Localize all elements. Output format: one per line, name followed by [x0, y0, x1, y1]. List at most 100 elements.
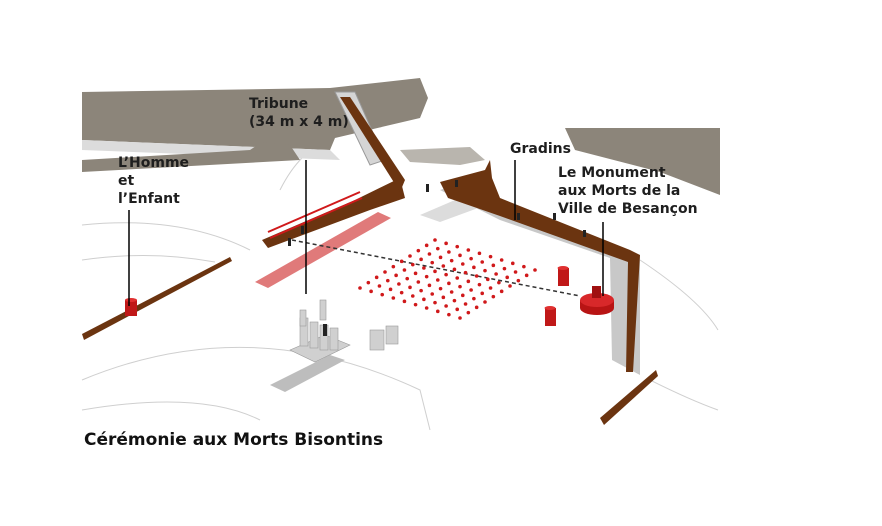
seat-dot	[460, 293, 465, 298]
seat-dot	[477, 282, 482, 287]
seat-dot	[383, 270, 387, 274]
label-gradins: Gradins	[510, 141, 571, 157]
stone-wall-center	[400, 147, 485, 165]
seat-dot	[385, 278, 390, 283]
seat-dot	[485, 277, 490, 282]
seat-dot	[399, 259, 404, 264]
seat-dot	[452, 267, 457, 272]
seat-dot	[488, 286, 493, 290]
caption: Cérémonie aux Morts Bisontins	[84, 430, 384, 450]
seat-dot	[466, 248, 471, 252]
seat-dot	[419, 288, 423, 293]
seat-dot	[502, 266, 507, 271]
seat-dot	[424, 306, 429, 310]
tribune-carpet	[255, 212, 391, 288]
stone-wall-middle	[82, 142, 300, 172]
seat-dot	[419, 257, 423, 262]
seat-dot	[358, 286, 362, 290]
seat-dot	[472, 296, 476, 301]
seat-dot	[474, 305, 479, 310]
seat-dot	[499, 289, 504, 294]
red-bollard	[544, 306, 556, 326]
seat-dot	[505, 275, 510, 280]
seat-dot	[410, 262, 415, 267]
terrain-lines	[81, 139, 719, 431]
seat-dot	[374, 275, 379, 280]
seat-dot	[444, 304, 448, 308]
seat-dot	[447, 281, 451, 286]
wall-tribune-upper	[340, 97, 405, 192]
seat-dot	[513, 270, 518, 274]
seat-dot	[491, 263, 496, 268]
seat-dot	[430, 260, 435, 265]
seat-dot	[402, 299, 407, 304]
label-line: et	[118, 173, 135, 189]
seat-dot	[458, 284, 462, 289]
seat-dot	[391, 296, 396, 300]
label-monument: Le Monument aux Morts de la Ville de Bes…	[558, 164, 698, 218]
seat-dot	[413, 271, 418, 276]
seat-dot	[463, 270, 468, 275]
seat-dot	[397, 282, 401, 286]
seat-dot	[458, 253, 462, 258]
label-tribune: Tribune (34 m x 4 m)	[249, 95, 349, 131]
seat-dot	[491, 294, 496, 299]
seat-dot	[460, 262, 465, 266]
seat-dot	[399, 290, 404, 295]
seat-dot	[427, 252, 432, 256]
seat-dot	[438, 286, 443, 291]
seat-dot	[410, 294, 415, 298]
seat-dot	[413, 302, 418, 307]
seat-dot	[433, 300, 437, 305]
seat-dot	[380, 292, 385, 297]
wall-right	[440, 160, 640, 372]
seat-dot	[444, 241, 448, 246]
people	[288, 180, 586, 336]
seat-dot	[408, 285, 412, 290]
seat-dot	[405, 276, 410, 281]
tribune-railing	[267, 191, 363, 239]
seat-dot	[435, 246, 440, 251]
seat-dot	[427, 283, 432, 288]
label-line: l’Enfant	[118, 191, 180, 207]
seat-dot	[444, 272, 448, 277]
label-homme-enfant: L’Homme et l’Enfant	[118, 154, 189, 208]
seat-dot	[402, 268, 407, 272]
wall-bottom-right	[600, 370, 658, 425]
seat-dot	[469, 256, 473, 261]
seat-dot	[463, 302, 468, 306]
seat-dot	[483, 268, 487, 273]
seat-dot	[449, 290, 454, 294]
seat-dot	[474, 274, 479, 278]
seat-dot	[394, 273, 398, 278]
seat-dot	[441, 264, 446, 268]
stone-wall-right	[565, 128, 720, 195]
seat-dot	[494, 272, 498, 276]
seat-dot	[366, 280, 371, 285]
seat-dot	[424, 243, 429, 248]
seat-dot	[480, 291, 485, 296]
wall-left	[82, 257, 232, 340]
seat-dot	[522, 264, 526, 269]
seat-dot	[499, 258, 504, 262]
seat-dot	[510, 261, 515, 266]
leader-lines	[128, 160, 604, 306]
seat-dot	[377, 284, 382, 288]
seat-dot	[524, 273, 529, 278]
label-line: (34 m x 4 m)	[249, 114, 349, 130]
seat-dot	[424, 274, 429, 279]
seat-dot	[447, 312, 451, 317]
statue-group	[270, 299, 399, 392]
seat-dot	[435, 309, 440, 314]
wall-shadow	[440, 185, 640, 375]
seat-dot	[483, 300, 487, 304]
label-line: Ville de Besançon	[558, 201, 698, 217]
seat-dot	[430, 292, 435, 296]
seat-dot	[441, 295, 446, 300]
seat-dot	[408, 254, 412, 258]
seat-dot	[416, 280, 421, 284]
label-line: Le Monument	[558, 165, 666, 181]
seat-dot	[435, 278, 440, 282]
